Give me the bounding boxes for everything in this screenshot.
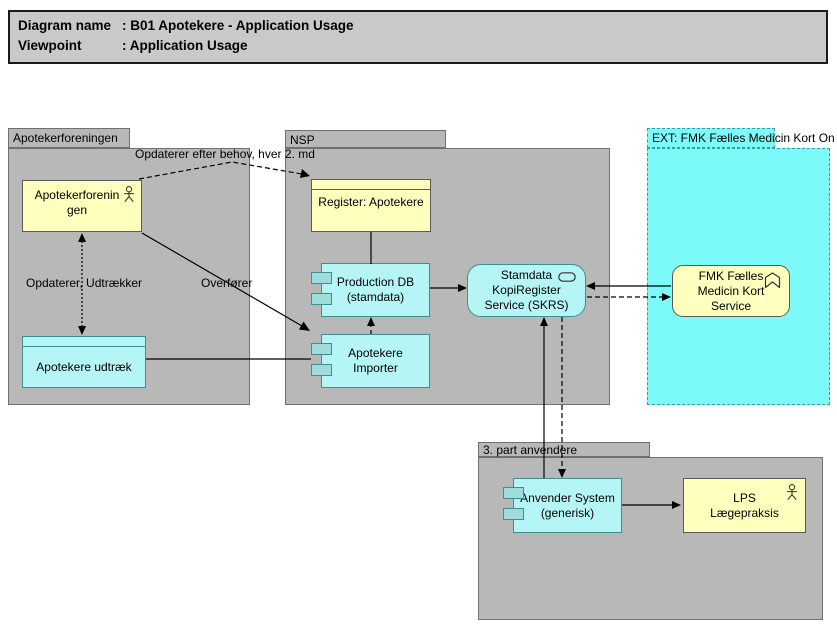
- node-apotekerforeningen-actor[interactable]: Apotekerforenin gen: [22, 180, 142, 232]
- group-label-ext-fmk: EXT: FMK Fælles Medicin Kort On: [652, 131, 835, 145]
- node-label-line: (stamdata): [346, 290, 405, 304]
- component-icon: [311, 343, 332, 355]
- node-label-line: Apotekere: [348, 346, 403, 360]
- component-icon: [311, 272, 332, 284]
- actor-icon: [124, 186, 134, 202]
- node-register-apotekere[interactable]: Register: Apotekere: [311, 179, 431, 232]
- node-apotekere-udtraek[interactable]: Apotekere udtræk: [22, 336, 146, 388]
- group-tab-third-party[interactable]: 3. part anvendere: [478, 442, 650, 457]
- node-fmk-service[interactable]: FMK Fælles Medicin Kort Service: [672, 265, 790, 317]
- group-tab-nsp[interactable]: NSP: [285, 130, 446, 148]
- viewpoint-row: Viewpoint : Application Usage: [18, 36, 818, 56]
- component-icon: [503, 508, 524, 520]
- group-tab-ext-fmk[interactable]: EXT: FMK Fælles Medicin Kort On: [647, 128, 835, 148]
- node-label-line: FMK Fælles: [698, 268, 764, 283]
- bookmark-icon: [764, 272, 781, 289]
- diagram-name-row: Diagram name : B01 Apotekere - Applicati…: [18, 16, 818, 36]
- node-label-line: (generisk): [540, 505, 595, 520]
- node-label-line: LPS: [733, 490, 756, 505]
- group-label-third-party: 3. part anvendere: [483, 443, 578, 457]
- group-label-nsp: NSP: [290, 133, 315, 147]
- data-object-band: [23, 337, 145, 347]
- node-label-line: Lægepraksis: [710, 505, 779, 520]
- component-icon: [311, 293, 332, 305]
- viewpoint-value: : Application Usage: [122, 38, 248, 53]
- node-label-line: Production DB: [336, 275, 415, 289]
- component-icon: [311, 364, 332, 376]
- node-label-line: Medicin Kort: [697, 283, 765, 298]
- node-anvender-system[interactable]: Anvender System (generisk): [503, 478, 622, 533]
- node-label-line: Service: [710, 298, 751, 313]
- node-label-line: Stamdata: [500, 268, 553, 282]
- edge-label-opdaterer-efter-behov: Opdaterer efter behov, hver 2. md: [135, 147, 315, 161]
- edge-label-opdaterer-udtraekker: Opdaterer, Udtrækker: [26, 276, 143, 290]
- actor-icon: [787, 484, 797, 500]
- node-label-line: gen: [66, 203, 88, 217]
- diagram-name-value: : B01 Apotekere - Application Usage: [122, 18, 354, 33]
- node-production-db[interactable]: Production DB (stamdata): [311, 263, 430, 317]
- node-label-line: Apotekere udtræk: [36, 359, 132, 374]
- edge-label-overfoerer: Overfører: [201, 276, 253, 290]
- group-label-apotekerforeningen: Apotekerforeningen: [13, 131, 118, 145]
- component-icon: [503, 487, 524, 499]
- node-label-line: Importer: [353, 361, 398, 375]
- node-label-line: Register: Apotekere: [318, 195, 424, 209]
- data-object-band: [312, 180, 430, 190]
- node-label-line: Service (SKRS): [484, 298, 569, 312]
- node-apotekere-importer[interactable]: Apotekere Importer: [311, 334, 430, 388]
- service-oval-icon: [558, 272, 576, 282]
- group-tab-apotekerforeningen[interactable]: Apotekerforeningen: [8, 128, 130, 148]
- node-label-line: Anvender System: [520, 490, 615, 505]
- node-skrs-service[interactable]: Stamdata KopiRegister Service (SKRS): [467, 264, 586, 317]
- viewpoint-label: Viewpoint: [18, 38, 82, 53]
- node-label-line: KopiRegister: [492, 283, 561, 297]
- diagram-title-box: Diagram name : B01 Apotekere - Applicati…: [8, 10, 828, 64]
- node-lps-laegepraksis[interactable]: LPS Lægepraksis: [683, 478, 806, 533]
- diagram-name-label: Diagram name: [18, 18, 112, 33]
- node-label-line: Apotekerforenin: [34, 188, 120, 202]
